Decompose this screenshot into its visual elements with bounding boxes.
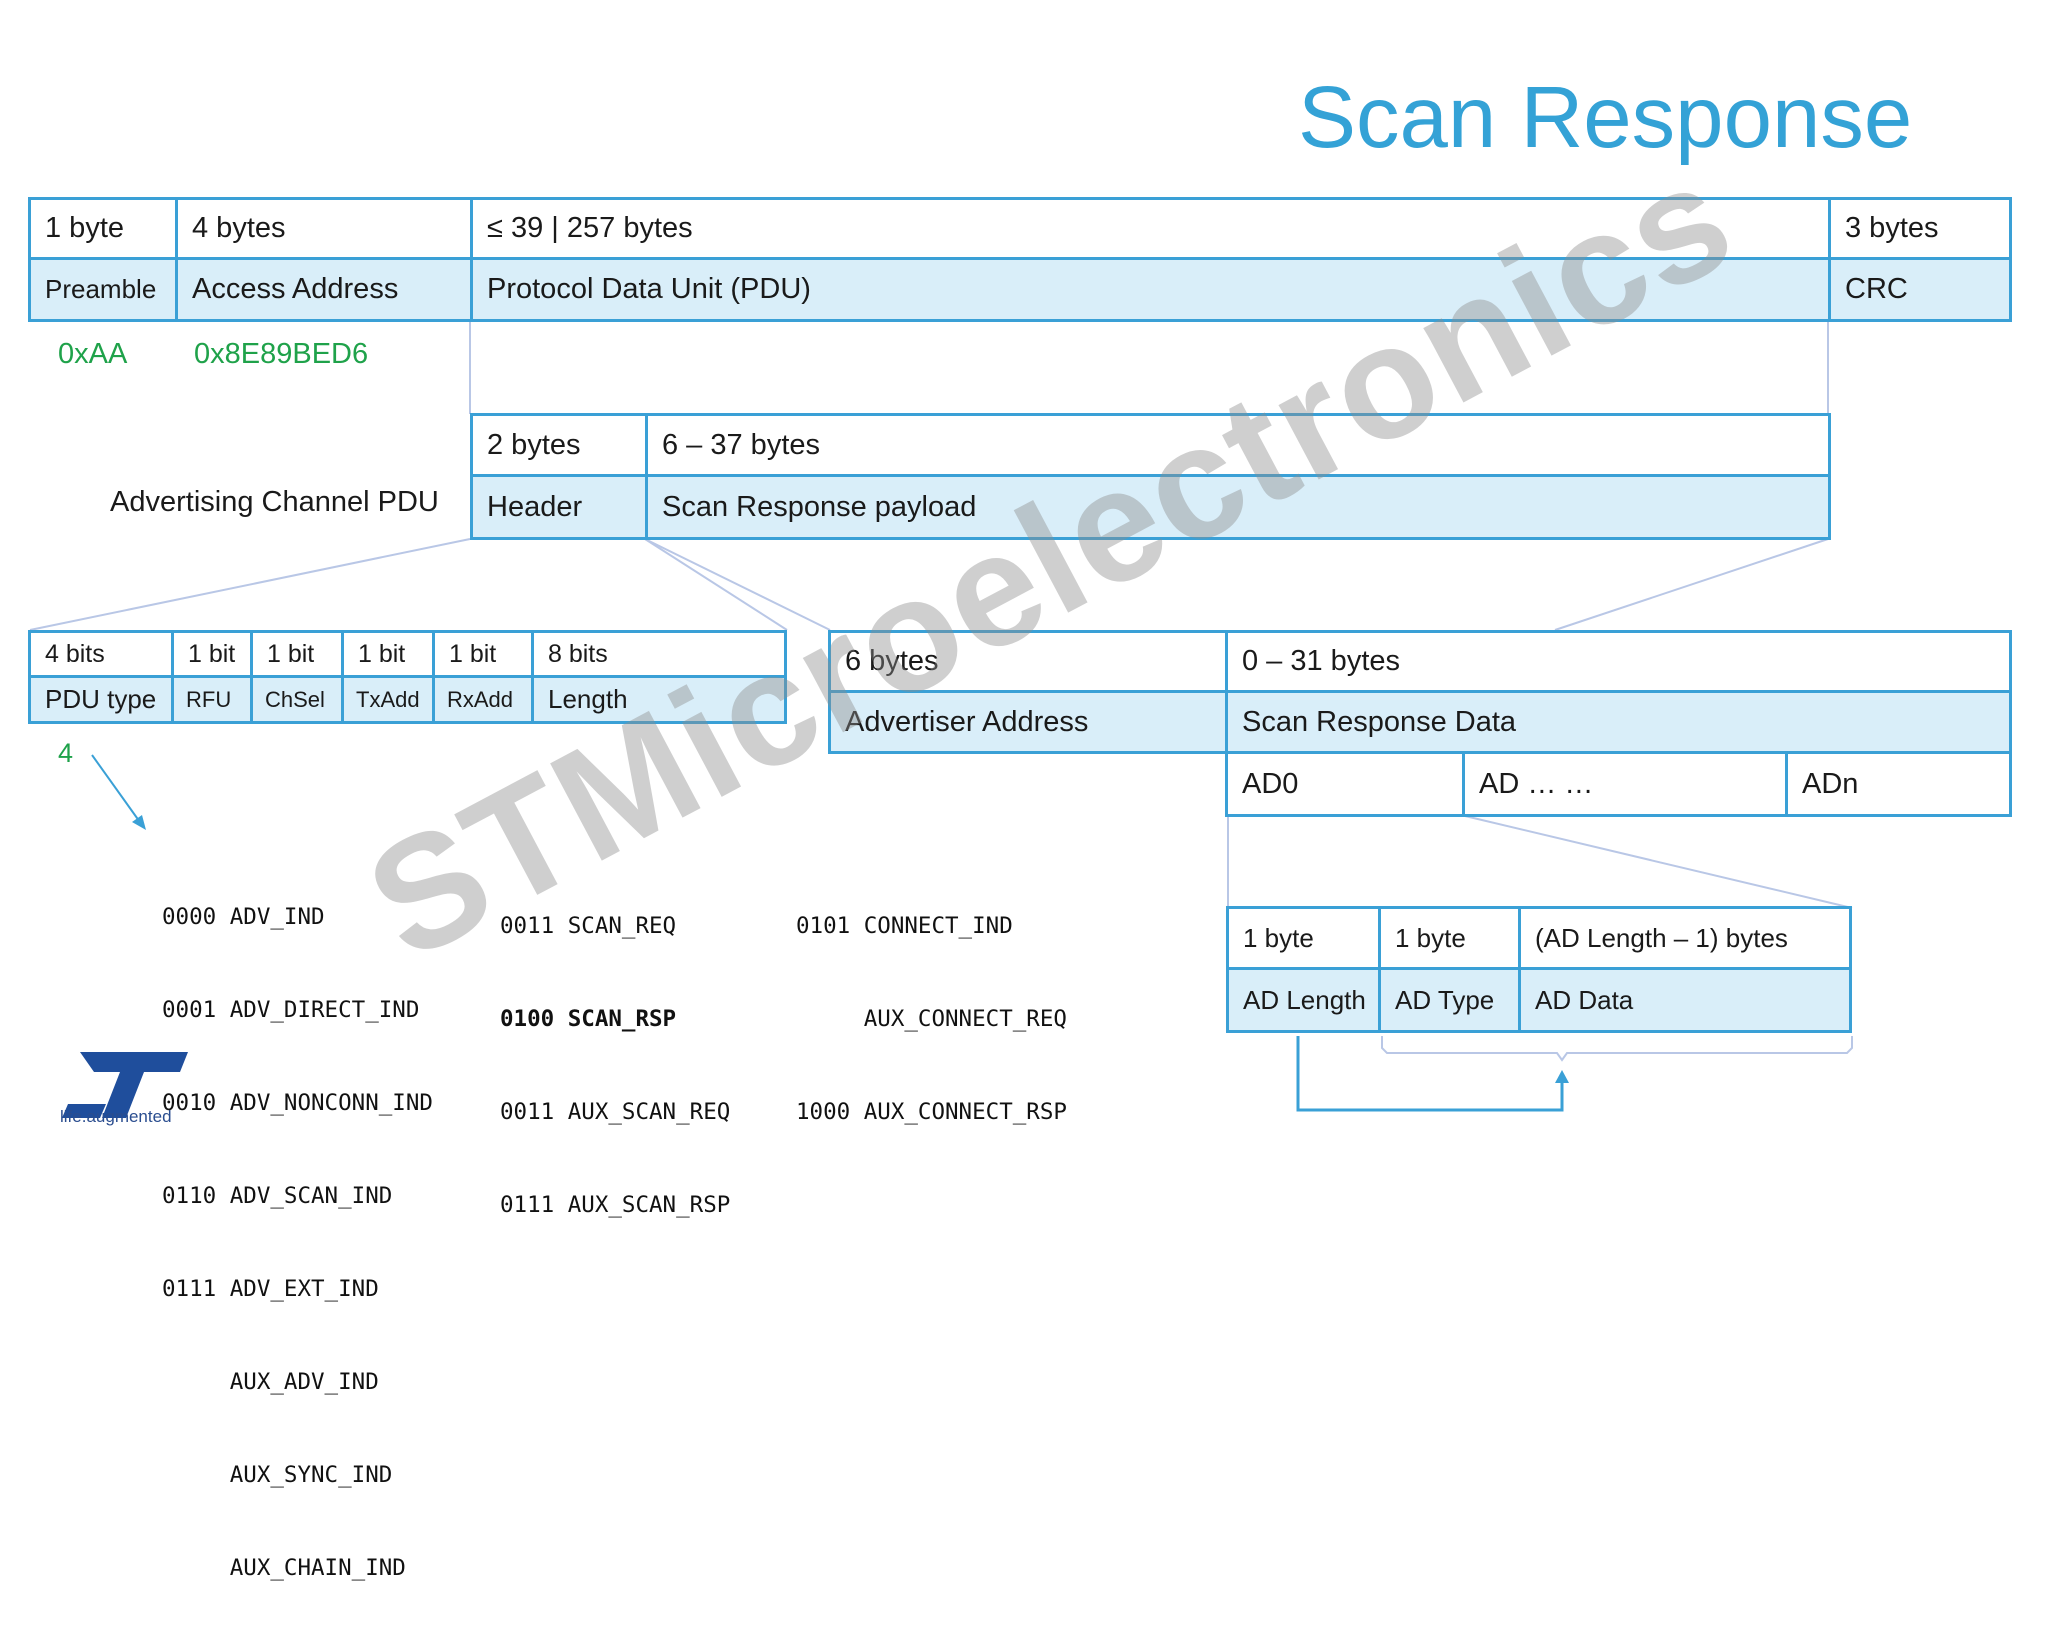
pdu-size: ≤ 39 | 257 bytes [470, 197, 1831, 260]
pdu-type-code: 0111 ADV_EXT_IND [162, 1276, 379, 1302]
ad-structure-last: ADn [1785, 751, 2012, 817]
pdu-type-code: AUX_CHAIN_IND [162, 1555, 406, 1581]
crc-field: CRC [1828, 257, 2012, 322]
pdu-type-code: 0000 ADV_IND [162, 904, 325, 930]
advertising-channel-pdu-label: Advertising Channel PDU [110, 486, 439, 518]
pdu-type-code: 0110 ADV_SCAN_IND [162, 1183, 393, 1209]
pdu-type-list-1: 0000 ADV_IND 0001 ADV_DIRECT_IND 0010 AD… [162, 840, 433, 1646]
slide: Scan Response 1 byte 4 bytes ≤ 39 | 257 … [28, 69, 2012, 1581]
payload-size: 6 – 37 bytes [645, 413, 1831, 477]
pdu-type-code: AUX_SYNC_IND [162, 1462, 393, 1488]
access-address-size: 4 bytes [175, 197, 473, 260]
rfu-field: RFU [171, 675, 253, 724]
advertiser-address-field: Advertiser Address [828, 690, 1228, 754]
pdu-type-code: 0111 AUX_SCAN_RSP [500, 1192, 731, 1218]
ad-type-field: AD Type [1378, 967, 1521, 1033]
header-right-guide [644, 538, 788, 631]
chsel-field: ChSel [250, 675, 344, 724]
ad-length-size: 1 byte [1226, 906, 1381, 970]
ad-length-field: AD Length [1226, 967, 1381, 1033]
access-address-field: Access Address [175, 257, 473, 322]
pdu-type-code: 1000 AUX_CONNECT_RSP [796, 1099, 1067, 1125]
pdu-type-list-3: 0101 CONNECT_IND AUX_CONNECT_REQ 1000 AU… [796, 849, 1067, 1190]
pdu-type-code: 0011 AUX_SCAN_REQ [500, 1099, 731, 1125]
advertiser-address-size: 6 bytes [828, 630, 1228, 693]
payload-left-guide [644, 538, 831, 631]
length-field: Length [531, 675, 787, 724]
ad-right-guide [1464, 815, 1853, 909]
header-size: 2 bytes [470, 413, 648, 477]
pdu-type-arrow-head [132, 815, 146, 830]
header-left-guide [29, 538, 471, 631]
txadd-field: TxAdd [341, 675, 435, 724]
pdu-type-field: PDU type [28, 675, 174, 724]
ad-data-field: AD Data [1518, 967, 1852, 1033]
slide-title: Scan Response [1298, 69, 1913, 166]
pdu-type-arrow-line [91, 754, 143, 826]
preamble-value: 0xAA [58, 338, 128, 370]
rfu-size: 1 bit [171, 630, 253, 678]
payload-right-guide [1554, 538, 1829, 631]
pdu-type-size: 4 bits [28, 630, 174, 678]
pdu-field: Protocol Data Unit (PDU) [470, 257, 1831, 322]
length-arrow-line [1296, 1036, 1564, 1112]
txadd-size: 1 bit [341, 630, 435, 678]
access-address-value: 0x8E89BED6 [194, 338, 369, 370]
logo-tagline: life.augmented [60, 1107, 172, 1126]
rxadd-field: RxAdd [432, 675, 534, 724]
header-field: Header [470, 474, 648, 540]
payload-field: Scan Response payload [645, 474, 1831, 540]
connector-lines [29, 322, 1853, 1112]
crc-size: 3 bytes [1828, 197, 2012, 260]
pdu-type-code: 0101 CONNECT_IND [796, 913, 1013, 939]
ad-structure-first: AD0 [1225, 751, 1465, 817]
preamble-field: Preamble [28, 257, 178, 322]
ad-structure-middle: AD … … [1462, 751, 1788, 817]
st-logo-icon [62, 1052, 188, 1118]
length-arrow-head [1555, 1070, 1569, 1083]
pdu-type-value: 4 [58, 738, 74, 768]
pdu-type-code: AUX_CONNECT_REQ [796, 1006, 1067, 1032]
scan-response-data-size: 0 – 31 bytes [1225, 630, 2012, 693]
pdu-type-code: 0010 ADV_NONCONN_IND [162, 1090, 433, 1116]
preamble-size: 1 byte [28, 197, 178, 260]
scan-response-data-field: Scan Response Data [1225, 690, 2012, 754]
rxadd-size: 1 bit [432, 630, 534, 678]
pdu-type-code: 0011 SCAN_REQ [500, 913, 677, 939]
ad-data-size: (AD Length – 1) bytes [1518, 906, 1852, 970]
pdu-type-code-scan-rsp: 0100 SCAN_RSP [500, 1006, 677, 1032]
pdu-type-code: 0001 ADV_DIRECT_IND [162, 997, 420, 1023]
ad-data-brace [1381, 1036, 1853, 1062]
pdu-type-code: AUX_ADV_IND [162, 1369, 379, 1395]
ad-type-size: 1 byte [1378, 906, 1521, 970]
chsel-size: 1 bit [250, 630, 344, 678]
